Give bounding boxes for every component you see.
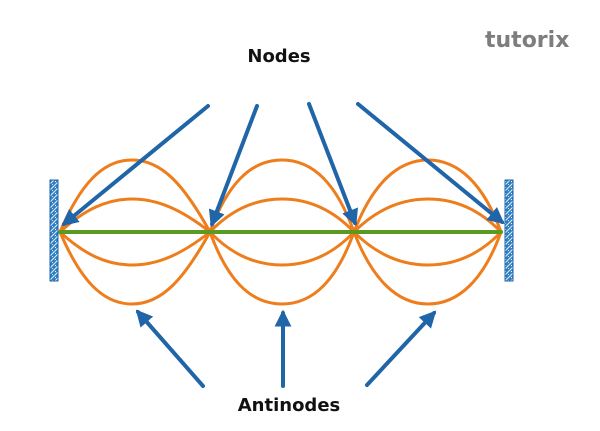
loop-3-lower-inner [352, 230, 503, 267]
right-support [504, 179, 514, 282]
node-arrow-4 [356, 102, 505, 225]
left-support [49, 179, 59, 282]
loop-1-upper-inner [58, 197, 212, 234]
loop-3-upper-inner [352, 197, 503, 234]
loop-1-lower-inner [58, 230, 212, 267]
node-arrow-2 [208, 104, 259, 228]
node-arrow-1 [61, 104, 210, 227]
antinode-arrow-3 [365, 310, 437, 387]
loop-3-lower-outer [352, 230, 503, 306]
antinode-arrow-1 [135, 309, 205, 388]
loop-2-lower-inner [208, 230, 356, 267]
loop-1-upper-outer [58, 158, 212, 234]
loop-1-lower-outer [58, 230, 212, 306]
loop-2-upper-inner [208, 197, 356, 234]
brand-logo: tutorix [485, 28, 569, 53]
loop-3-upper-outer [352, 158, 503, 234]
node-arrow-3 [307, 102, 358, 227]
loop-2-upper-outer [208, 158, 356, 234]
nodes-label: Nodes [247, 46, 310, 67]
loop-2-lower-outer [208, 230, 356, 306]
antinodes-label: Antinodes [238, 395, 341, 416]
